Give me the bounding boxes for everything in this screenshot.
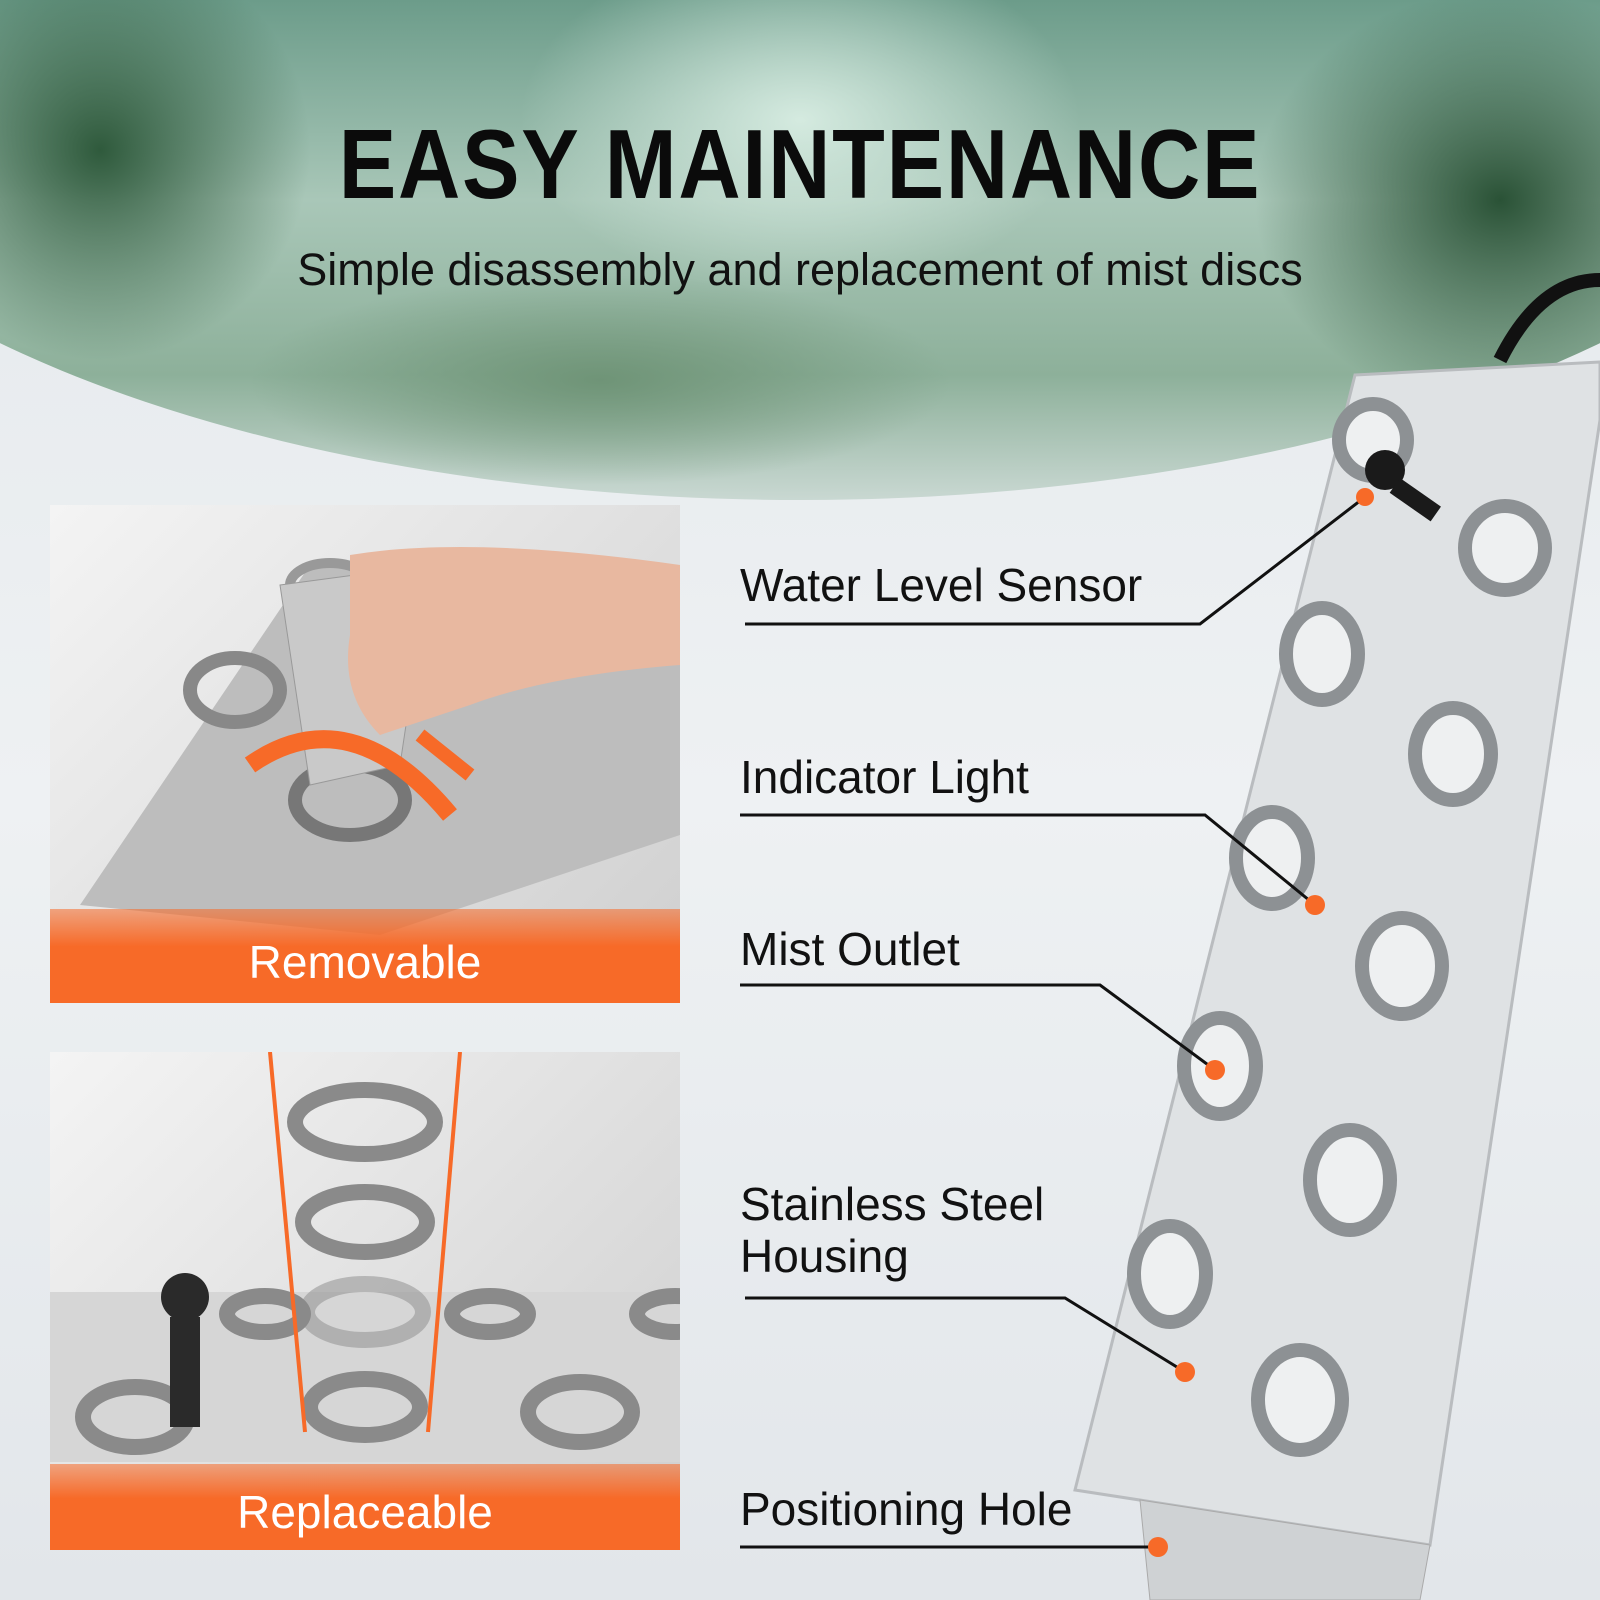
callout-indicator-light: Indicator Light: [740, 751, 1029, 803]
replaceable-label: Replaceable: [50, 1464, 680, 1550]
removable-label: Removable: [50, 909, 680, 1003]
mist-outlets: [1127, 397, 1552, 1457]
forest-background: [0, 0, 1600, 500]
power-cord: [1493, 273, 1600, 364]
callout-water-level-sensor: Water Level Sensor: [740, 559, 1143, 611]
callout-lines: [740, 495, 1366, 1549]
callout-positioning-hole: Positioning Hole: [740, 1483, 1073, 1535]
guide-line: [268, 1052, 307, 1433]
page-subtitle: Simple disassembly and replacement of mi…: [297, 244, 1303, 295]
replace-illustration: [50, 1052, 680, 1462]
callout-stainless-steel-housing: Stainless Steel Housing: [740, 1178, 1045, 1282]
sensor-post: [170, 1317, 200, 1427]
sensor-ball: [161, 1273, 209, 1321]
rotate-arrow-icon: [415, 729, 475, 781]
replaceable-panel: Replaceable: [50, 1052, 680, 1550]
removal-illustration: [80, 547, 680, 935]
sensor-body: [1389, 478, 1441, 522]
callout-dots: [1148, 488, 1374, 1557]
hand: [348, 547, 680, 735]
rotate-arrow-icon: [244, 730, 457, 821]
page-title: EASY MAINTENANCE: [338, 109, 1262, 219]
callout-mist-outlet: Mist Outlet: [740, 923, 960, 975]
mist-ring: [183, 651, 287, 729]
water-level-sensor: [1365, 450, 1405, 490]
guide-line: [426, 1052, 462, 1433]
removable-panel: Removable: [50, 505, 680, 1003]
mounting-bracket: [1139, 1499, 1431, 1600]
